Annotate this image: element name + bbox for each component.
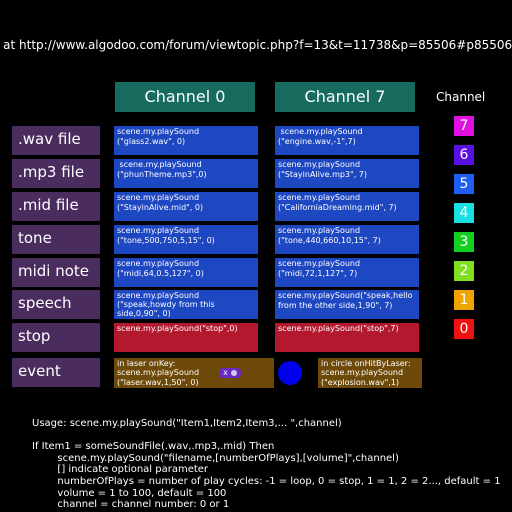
channel-chip-4[interactable]: 4 <box>454 203 474 223</box>
speech-ch7-button[interactable]: scene.my.playSound("speak,hello from the… <box>275 290 419 319</box>
row-label-tone: tone <box>12 225 100 254</box>
row-label-event: event <box>12 358 100 387</box>
channel-chip-0[interactable]: 0 <box>454 319 474 339</box>
tone-ch7-button[interactable]: scene.my.playSound ("tone,440,660,10,15"… <box>275 225 419 254</box>
event-ch7-circle-box: in circle onHitByLaser: scene.my.playSou… <box>318 358 422 388</box>
mid-ch7-button[interactable]: scene.my.playSound ("CaliforniaDreaming.… <box>275 192 419 221</box>
channel-0-header: Channel 0 <box>115 82 255 112</box>
channel-chip-2[interactable]: 2 <box>454 261 474 281</box>
toggle-knob-icon <box>230 369 237 376</box>
channel-chip-1[interactable]: 1 <box>454 290 474 310</box>
row-label-mp3: .mp3 file <box>12 159 100 188</box>
row-label-mid: .mid file <box>12 192 100 221</box>
speech-ch0-button[interactable]: scene.my.playSound ("speak,howdy from th… <box>114 290 258 319</box>
midi-ch7-button[interactable]: scene.my.playSound ("midi,72,1,127", 7) <box>275 258 419 287</box>
laser-toggle[interactable]: x <box>219 368 241 378</box>
usage-instructions: Usage: scene.my.playSound("Item1,Item2,I… <box>32 418 501 511</box>
wav-ch0-button[interactable]: scene.my.playSound ("glass2.wav", 0) <box>114 126 258 155</box>
wav-ch7-button[interactable]: scene.my.playSound ("engine.wav,-1",7) <box>275 126 419 155</box>
circle-target-icon[interactable] <box>278 361 302 385</box>
mp3-ch7-button[interactable]: scene.my.playSound ("StayinAlive.mp3", 7… <box>275 159 419 188</box>
stop-ch0-button[interactable]: scene.my.playSound("stop",0) <box>114 323 258 352</box>
mid-ch0-button[interactable]: scene.my.playSound ("StayinAlive.mid", 0… <box>114 192 258 221</box>
row-label-wav: .wav file <box>12 126 100 155</box>
mp3-ch0-button[interactable]: scene.my.playSound ("phunTheme.mp3",0) <box>114 159 258 188</box>
tone-ch0-button[interactable]: scene.my.playSound ("tone,500,750,5,15",… <box>114 225 258 254</box>
event-ch0-laser-box: in laser onKey: scene.my.playSound ("las… <box>114 358 274 388</box>
row-label-midi-note: midi note <box>12 258 100 287</box>
stop-ch7-button[interactable]: scene.my.playSound("stop",7) <box>275 323 419 352</box>
channel-chip-5[interactable]: 5 <box>454 174 474 194</box>
channel-chip-7[interactable]: 7 <box>454 116 474 136</box>
channel-chip-6[interactable]: 6 <box>454 145 474 165</box>
midi-ch0-button[interactable]: scene.my.playSound ("midi,64,0.5,127", 0… <box>114 258 258 287</box>
channel-column-label: Channel <box>436 90 486 104</box>
row-label-speech: speech <box>12 290 100 319</box>
channel-chip-3[interactable]: 3 <box>454 232 474 252</box>
source-url-text: l at http://www.algodoo.com/forum/viewto… <box>0 38 512 52</box>
laser-toggle-label: x <box>223 368 228 377</box>
channel-7-header: Channel 7 <box>275 82 415 112</box>
row-label-stop: stop <box>12 323 100 352</box>
